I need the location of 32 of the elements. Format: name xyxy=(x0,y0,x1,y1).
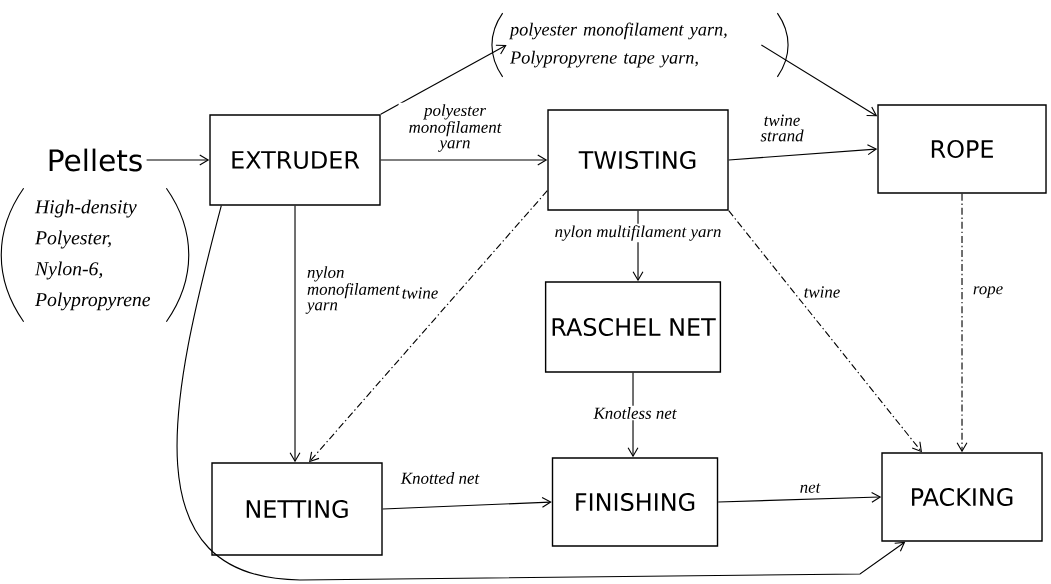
edge-label: Knotless net xyxy=(592,405,678,421)
process-box: TWISTING xyxy=(547,109,729,211)
edge-label: twine xyxy=(400,285,440,301)
edge-label: polyester monofilament yarn xyxy=(398,102,512,154)
arrow xyxy=(176,205,906,581)
arrow xyxy=(380,154,548,166)
edge-label: net xyxy=(798,481,822,495)
edge-label: twine strand xyxy=(750,113,814,143)
arrow xyxy=(728,210,922,453)
arrow xyxy=(146,154,210,166)
bracketed-note: polyester monofilament yarn, Polypropyrene tape yarn, xyxy=(491,12,789,78)
edge-label: nylon multifilament yarn xyxy=(553,223,723,243)
bracketed-note: High-density Polyester, Nylon-6, Polypropyrene xyxy=(0,187,190,323)
input-label: Pellets xyxy=(49,148,142,172)
arrow xyxy=(382,496,552,510)
edge-label: Knotted net xyxy=(399,470,481,486)
arrow xyxy=(380,44,507,115)
process-box: RASCHEL NET xyxy=(544,281,722,373)
arrow xyxy=(717,491,882,503)
arrow xyxy=(760,44,878,117)
process-box: ROPE xyxy=(877,104,1047,194)
arrow xyxy=(728,144,878,161)
edge-label: twine xyxy=(802,284,842,300)
process-box: FINISHING xyxy=(551,457,719,547)
arrow xyxy=(309,190,548,463)
arrow xyxy=(289,205,301,463)
edge-label: nylon monofilament yarn xyxy=(305,264,401,316)
process-box: NETTING xyxy=(211,462,383,556)
edge-label: rope xyxy=(971,284,1005,300)
process-box: PACKING xyxy=(881,452,1043,542)
process-box: EXTRUDER xyxy=(209,114,381,206)
arrow xyxy=(956,193,968,453)
